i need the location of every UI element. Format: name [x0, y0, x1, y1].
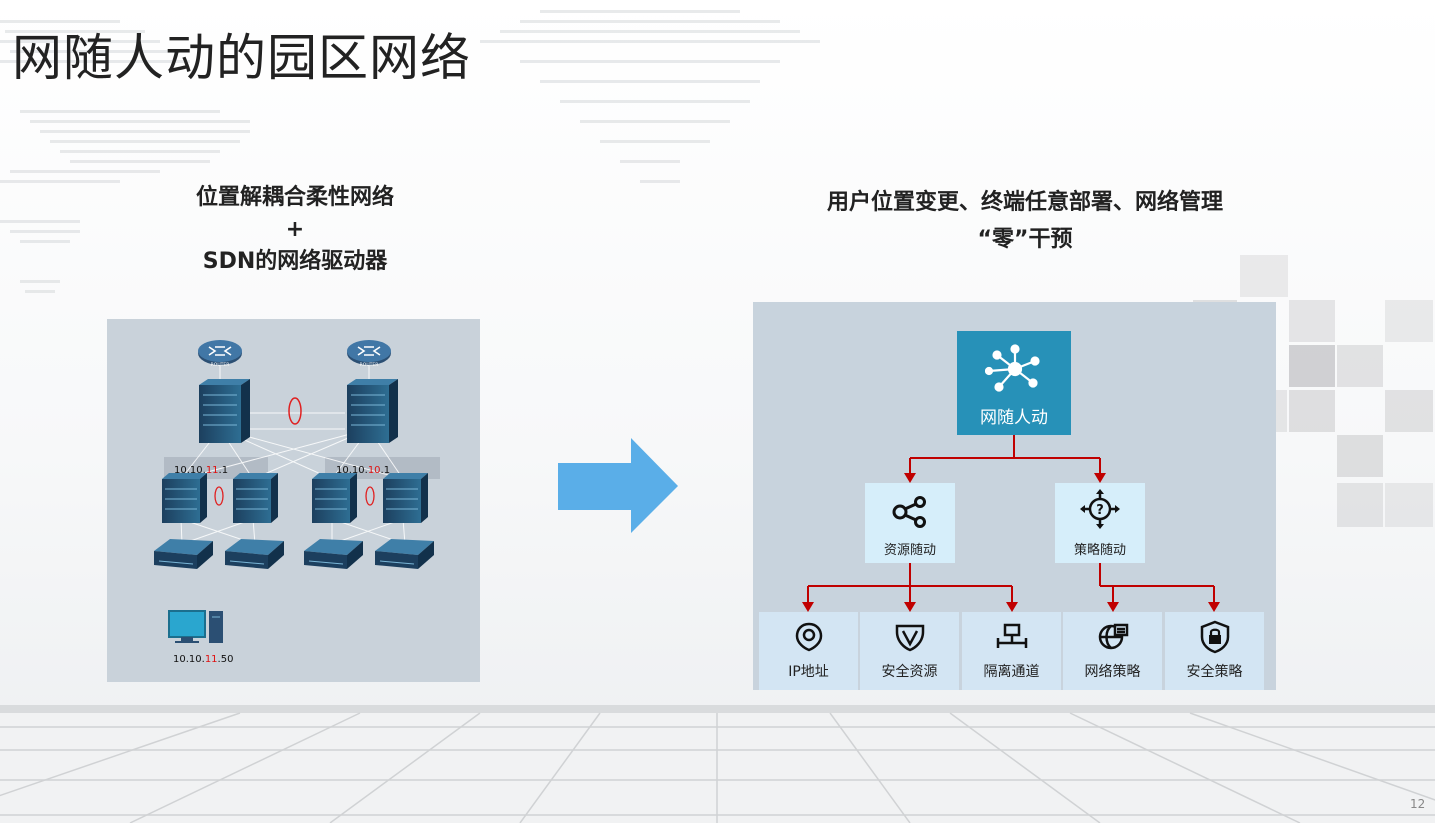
ip-address-leaf: IP地址 — [759, 612, 858, 690]
ip-label-agg-left: 10.10.11.1 — [174, 465, 229, 476]
topology-diagram: ROUTER ROUTER — [154, 340, 434, 643]
mid-node-label: 策略随动 — [1073, 543, 1126, 558]
network-follows-user-node: 网随人动 — [957, 331, 1071, 435]
leaf-label: 隔离通道 — [983, 664, 1040, 680]
right-heading-line2: “零”干预 — [977, 227, 1073, 252]
router-icon — [347, 340, 391, 365]
access-switch-icon — [154, 539, 213, 569]
leaf-label: 安全资源 — [881, 664, 938, 680]
floor-grid-background — [0, 705, 1435, 823]
right-heading: 用户位置变更、终端任意部署、网络管理 “零”干预 — [760, 184, 1290, 258]
network-policy-icon — [1098, 623, 1129, 650]
left-heading: 位置解耦合柔性网络 + SDN的网络驱动器 — [130, 182, 460, 278]
isolation-channel-leaf: 隔离通道 — [962, 612, 1061, 690]
leaf-label: 安全策略 — [1186, 664, 1243, 680]
network-follows-user-panel: 网随人动 资源随动 ? 策略随动 IP地址 — [753, 302, 1276, 690]
left-heading-line2: + — [285, 217, 305, 242]
router-label-2: ROUTER — [360, 362, 379, 368]
isolation-channel-icon — [996, 623, 1028, 648]
location-pin-icon — [795, 622, 823, 652]
stack-ring — [365, 486, 375, 506]
right-arrow-icon — [558, 438, 678, 533]
aggregation-switch-icon — [312, 473, 357, 523]
ip-label-terminal: 10.10.11.50 — [173, 654, 234, 665]
leaf-label: IP地址 — [788, 664, 829, 680]
policy-gear-icon: ? — [1080, 489, 1120, 529]
access-switch-icon — [304, 539, 363, 569]
router-label-1: ROUTER — [211, 362, 230, 368]
desktop-computer-icon — [168, 610, 223, 643]
network-hub-icon — [985, 344, 1040, 392]
padlock-icon — [1200, 620, 1230, 654]
network-topology-panel: ROUTER ROUTER — [107, 319, 480, 682]
share-nodes-icon — [892, 496, 926, 528]
security-policy-leaf: 安全策略 — [1165, 612, 1264, 690]
router-icon — [198, 340, 242, 365]
stack-ring — [288, 397, 302, 425]
access-switch-icon — [225, 539, 284, 569]
world-map-background — [0, 10, 820, 293]
aggregation-switch-icon — [383, 473, 428, 523]
top-node-label: 网随人动 — [980, 408, 1048, 428]
shield-icon — [895, 624, 925, 652]
right-heading-line1: 用户位置变更、终端任意部署、网络管理 — [826, 190, 1223, 215]
left-heading-line3: SDN的网络驱动器 — [202, 249, 388, 274]
page-number: 12 — [1410, 797, 1426, 811]
ip-label-agg-right: 10.10.10.1 — [336, 465, 391, 476]
slide-title: 网随人动的园区网络 — [12, 29, 471, 87]
policy-follows-node: ? 策略随动 — [1055, 483, 1145, 563]
aggregation-switch-icon — [233, 473, 278, 523]
aggregation-switch-icon — [162, 473, 207, 523]
core-switch-icon — [347, 379, 398, 443]
left-heading-line1: 位置解耦合柔性网络 — [195, 185, 394, 210]
security-resource-leaf: 安全资源 — [860, 612, 959, 690]
network-policy-leaf: 网络策略 — [1063, 612, 1162, 690]
resource-follows-node: 资源随动 — [865, 483, 955, 563]
hierarchy-connectors — [802, 435, 1220, 612]
access-switch-icon — [375, 539, 434, 569]
leaf-label: 网络策略 — [1084, 664, 1141, 680]
mid-node-label: 资源随动 — [883, 543, 936, 558]
core-switch-icon — [199, 379, 250, 443]
stack-ring — [214, 486, 224, 506]
svg-text:?: ? — [1096, 503, 1104, 518]
